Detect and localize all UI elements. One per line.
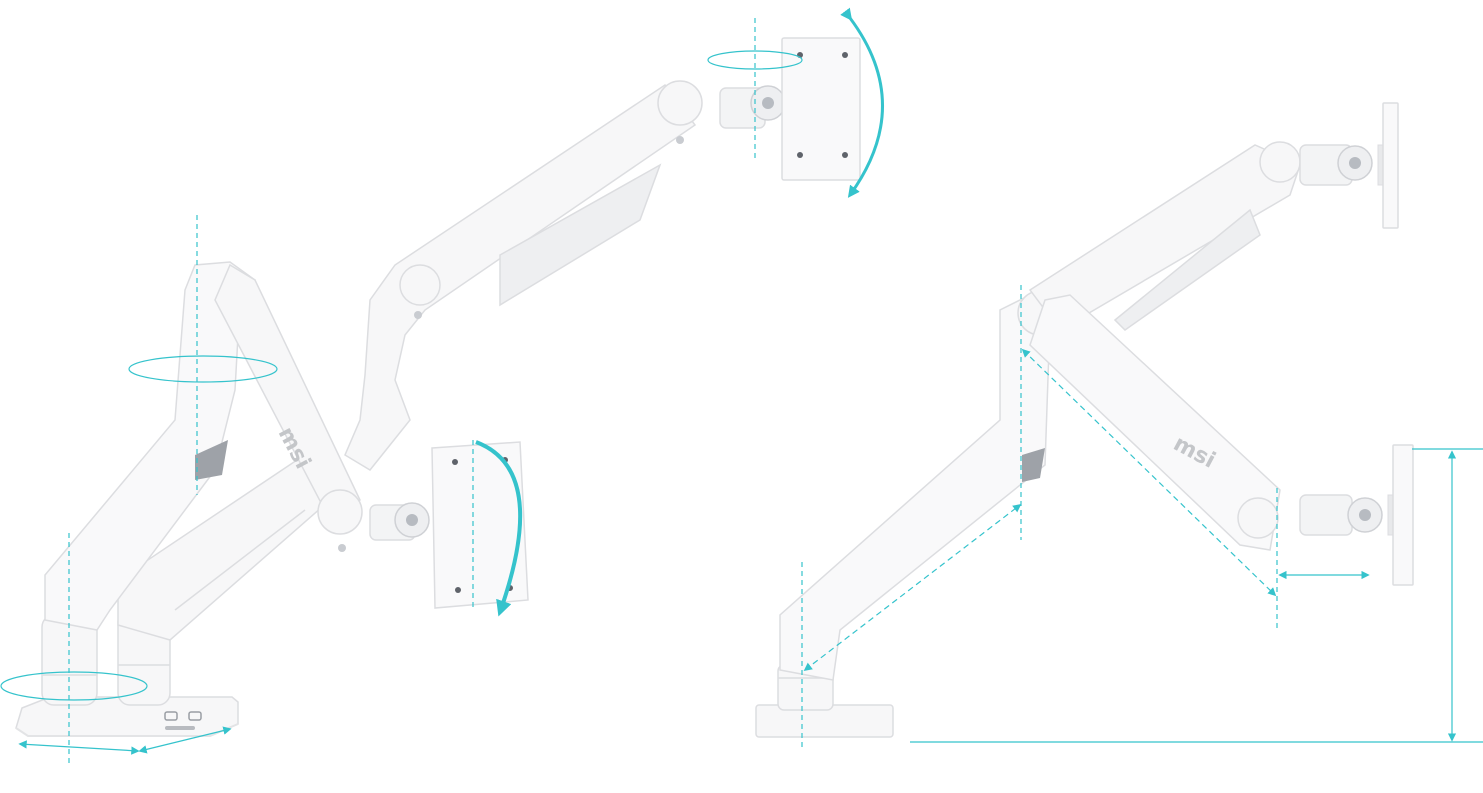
- motion-guides: [0, 7, 884, 765]
- lower-vesa-plate: [369, 441, 529, 609]
- dual-monitor-arm: msi: [0, 7, 884, 765]
- upper-arm-top-monitor: [344, 80, 703, 471]
- bottom-vesa-plate: [1299, 444, 1414, 586]
- usb-port-icon: [188, 711, 202, 721]
- single-monitor-arm: msi: [755, 102, 1483, 748]
- dimension-guides: [801, 285, 1483, 748]
- lower-arm: [779, 288, 1063, 681]
- forearm: msi: [1029, 294, 1281, 551]
- desk-base: [15, 696, 239, 737]
- usb-port-icon: [164, 711, 178, 721]
- top-vesa-plate: [1299, 102, 1399, 229]
- upper-arm: [1028, 141, 1301, 331]
- top-vesa-plate: [719, 37, 861, 181]
